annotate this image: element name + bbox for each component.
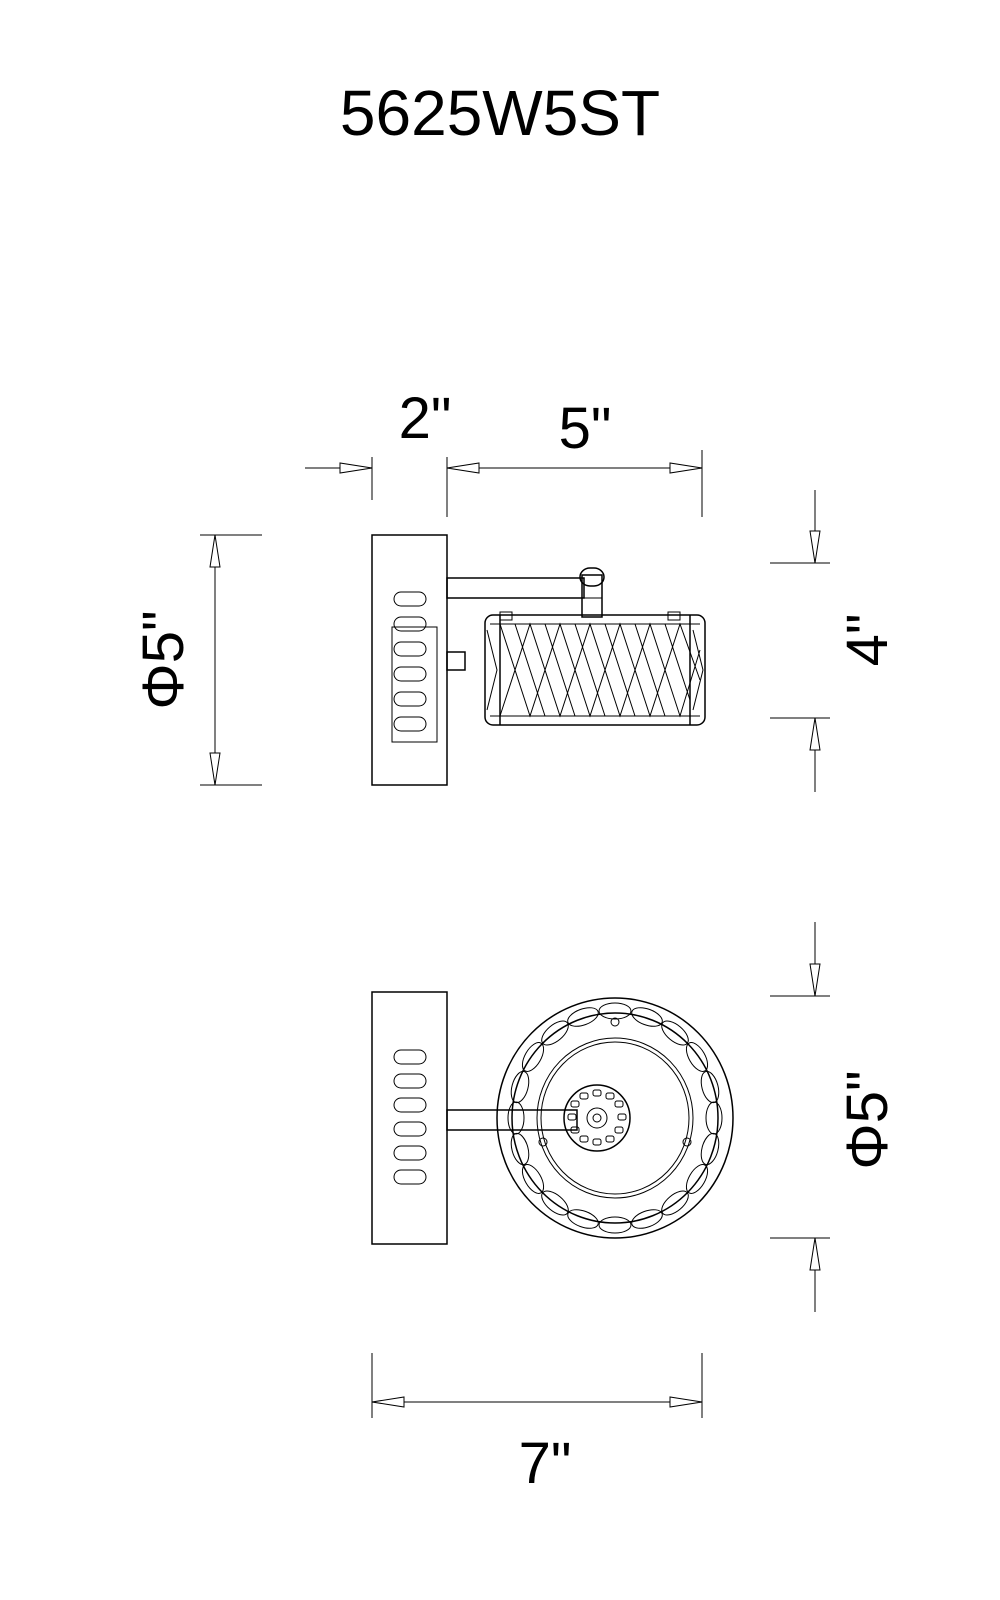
side-shade [484,611,706,726]
side-backplate-slots [391,591,438,743]
front-backplate-slots [393,1049,427,1185]
dimension-top-height-left: Φ5" [131,610,196,709]
front-view [371,991,734,1245]
model-number: 5625W5ST [340,77,660,149]
side-arm [446,577,585,599]
front-dimension-lines [371,922,830,1418]
side-dimension-lines [200,450,830,792]
front-shade [496,997,734,1239]
side-backplate [371,534,448,786]
dimension-top-height-right: 4" [835,614,900,667]
dimension-bottom-height-right: Φ5" [835,1070,900,1169]
dimension-top-width-a: 2" [399,386,452,451]
front-backplate [371,991,448,1245]
front-center-hub [563,1084,631,1152]
side-view [371,534,706,786]
side-switch-knob [446,651,466,671]
side-socket [579,567,605,618]
dimension-bottom-width: 7" [519,1431,572,1496]
dimension-top-width-b: 5" [559,396,612,461]
